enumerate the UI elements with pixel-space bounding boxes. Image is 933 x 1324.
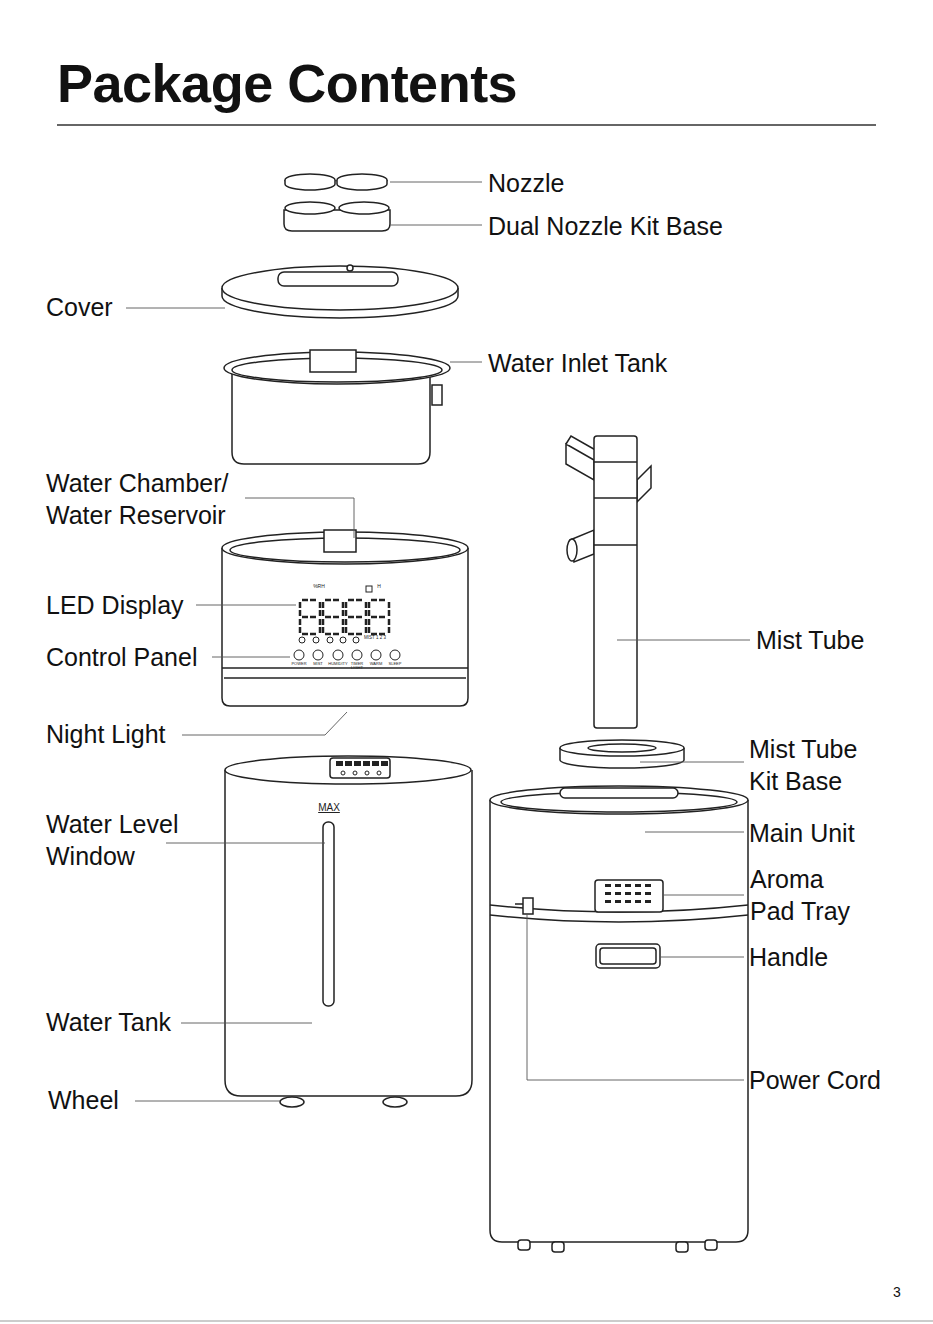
button-text: POWER bbox=[290, 662, 308, 666]
part-label: Mist Tube Kit Base bbox=[749, 733, 889, 797]
button-text: SLEEP bbox=[387, 662, 403, 666]
button-text: TIMER LIGHT bbox=[350, 662, 364, 670]
part-label: Water Chamber/ Water Reservoir bbox=[46, 467, 261, 531]
part-label: Wheel bbox=[48, 1084, 119, 1116]
part-label: Night Light bbox=[46, 718, 166, 750]
button-text: MIST bbox=[310, 662, 326, 666]
display-text: H bbox=[376, 584, 382, 589]
part-label: Cover bbox=[46, 291, 113, 323]
display-text: %RH bbox=[312, 584, 326, 589]
button-text: WARM bbox=[368, 662, 384, 666]
part-label: Handle bbox=[749, 941, 828, 973]
part-label: Water Tank bbox=[46, 1006, 171, 1038]
page-title: Package Contents bbox=[57, 52, 517, 114]
part-label: Water Inlet Tank bbox=[488, 347, 667, 379]
part-label: Nozzle bbox=[488, 167, 564, 199]
part-label: Main Unit bbox=[749, 817, 855, 849]
part-label: Control Panel bbox=[46, 641, 197, 673]
page-number: 3 bbox=[893, 1284, 901, 1301]
part-label: Water Level Window bbox=[46, 808, 216, 872]
part-label: Power Cord bbox=[749, 1064, 881, 1096]
button-text: HUMIDITY bbox=[327, 662, 349, 666]
part-label: LED Display bbox=[46, 589, 184, 621]
part-label: Dual Nozzle Kit Base bbox=[488, 210, 723, 242]
max-mark: MAX bbox=[313, 803, 345, 814]
part-label: Mist Tube bbox=[756, 624, 864, 656]
display-text: MIST 1 2 3 bbox=[362, 636, 388, 641]
part-label: Aroma Pad Tray bbox=[750, 863, 865, 927]
